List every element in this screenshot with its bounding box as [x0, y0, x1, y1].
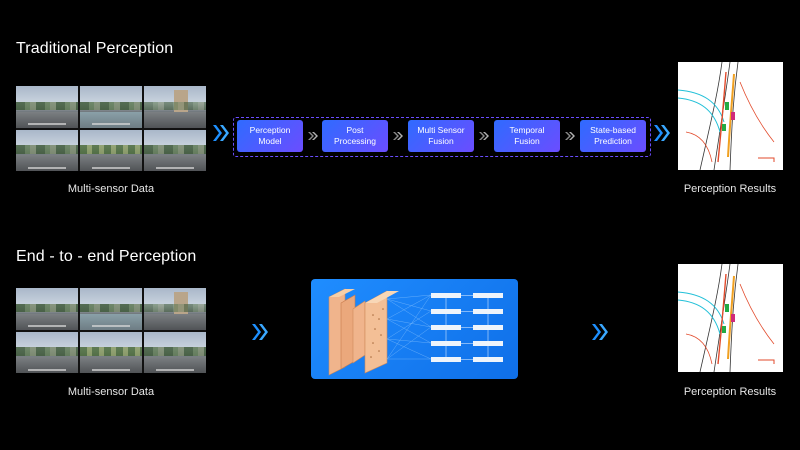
traditional-input-caption: Multi-sensor Data	[67, 183, 155, 195]
small-double-chevron-icon	[308, 132, 318, 140]
double-chevron-right-icon	[213, 125, 229, 141]
neural-network-panel	[311, 279, 518, 379]
double-chevron-right-icon	[592, 324, 608, 340]
pipeline-container	[233, 117, 651, 157]
stage-temporal-fusion: Temporal Fusion	[494, 120, 560, 152]
perception-result-map	[677, 263, 783, 373]
neural-network-icon	[328, 288, 503, 376]
small-double-chevron-icon	[393, 132, 403, 140]
lane-map-icon	[677, 263, 775, 373]
camera-image	[16, 86, 78, 128]
camera-image	[80, 331, 142, 373]
traditional-title: Traditional Perception	[16, 40, 174, 57]
camera-image	[80, 86, 142, 128]
perception-result-map	[677, 61, 783, 171]
small-double-chevron-icon	[565, 132, 575, 140]
camera-image	[16, 129, 78, 171]
traditional-sensor-images	[16, 86, 206, 171]
double-chevron-right-icon	[654, 125, 670, 141]
camera-image	[16, 288, 78, 330]
stage-post-processing: Post Processing	[322, 120, 388, 152]
double-chevron-right-icon	[252, 324, 268, 340]
end-to-end-title: End - to - end Perception	[16, 248, 197, 265]
traditional-output-caption: Perception Results	[683, 183, 777, 195]
camera-image	[144, 288, 206, 330]
stage-multi-sensor-fusion: Multi Sensor Fusion	[408, 120, 474, 152]
camera-image	[80, 129, 142, 171]
end-to-end-sensor-images	[16, 288, 206, 373]
camera-image	[16, 331, 78, 373]
small-double-chevron-icon	[479, 132, 489, 140]
stage-perception-model: Perception Model	[237, 120, 303, 152]
camera-image	[144, 331, 206, 373]
end-to-end-output-caption: Perception Results	[683, 386, 777, 398]
camera-image	[144, 129, 206, 171]
end-to-end-input-caption: Multi-sensor Data	[67, 386, 155, 398]
stage-state-based-prediction: State-based Prediction	[580, 120, 646, 152]
camera-image	[80, 288, 142, 330]
lane-map-icon	[677, 61, 775, 171]
camera-image	[144, 86, 206, 128]
